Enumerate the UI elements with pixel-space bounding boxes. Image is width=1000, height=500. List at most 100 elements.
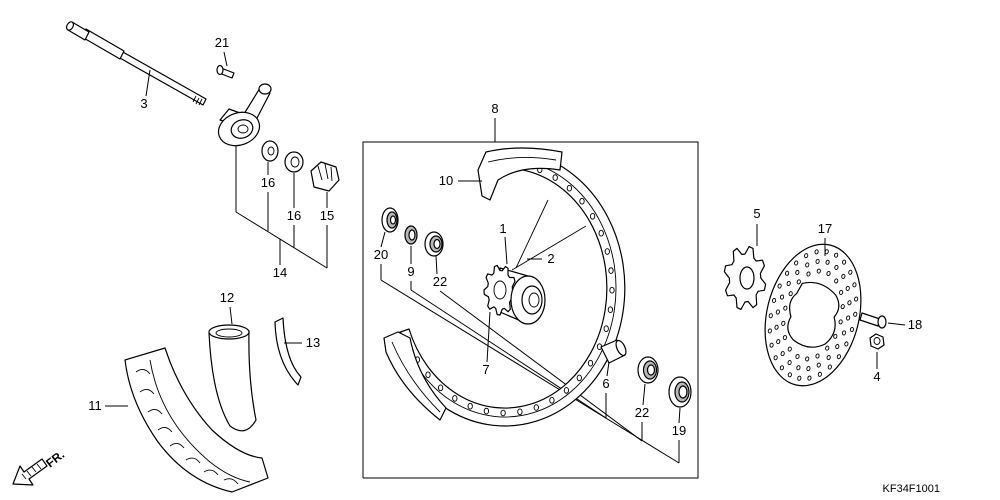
brake-disc-hole bbox=[805, 262, 810, 268]
rim-spoke-hole bbox=[467, 402, 473, 410]
part-10-drawing bbox=[458, 147, 563, 201]
bolt-18-head bbox=[877, 315, 887, 329]
rim-band-strip bbox=[274, 317, 302, 386]
bolt-18-shank bbox=[859, 312, 881, 327]
ring-9-hole bbox=[408, 229, 416, 241]
front-direction-arrow: FR. bbox=[12, 447, 67, 486]
callout-15: 15 bbox=[320, 208, 334, 223]
brake-disc-hole bbox=[776, 339, 781, 345]
brake-disc-hole bbox=[786, 280, 791, 286]
brake-disc-hole bbox=[796, 365, 801, 371]
diagram-code: KF34F1001 bbox=[883, 483, 940, 495]
bolt-18-drawing bbox=[859, 312, 906, 329]
brake-disc-hole bbox=[767, 328, 772, 334]
leader-20-up bbox=[380, 231, 386, 248]
leader-14-diagonal bbox=[235, 211, 328, 269]
rim-spoke-hole bbox=[587, 359, 594, 367]
rim-spoke-hole bbox=[603, 325, 609, 333]
brake-disc-hole bbox=[845, 285, 850, 291]
washer-16b-drawing bbox=[284, 151, 304, 173]
brake-disc-hole bbox=[815, 353, 820, 359]
frame-outline bbox=[362, 141, 699, 479]
rim-band-drawing bbox=[274, 317, 302, 386]
washer-16b-hole bbox=[290, 156, 300, 168]
rim-end-profile-lower-line bbox=[391, 341, 441, 413]
brake-disc-hole bbox=[827, 364, 832, 370]
tire-sidewall-line bbox=[149, 359, 251, 483]
tube-body bbox=[208, 327, 257, 432]
brake-disc-hole bbox=[817, 371, 822, 377]
brake-disc-hole bbox=[846, 315, 851, 321]
brake-disc-hole bbox=[806, 366, 811, 372]
tire-body bbox=[124, 347, 269, 493]
callout-20: 20 bbox=[374, 247, 388, 262]
callout-22a: 22 bbox=[433, 274, 447, 289]
rim-spoke-hole bbox=[589, 212, 596, 220]
callout-9: 9 bbox=[407, 264, 414, 279]
rim-spoke-hole bbox=[483, 407, 490, 415]
front-arrow-label: FR. bbox=[43, 447, 67, 470]
brake-disc-hole bbox=[816, 362, 821, 368]
callout-1: 1 bbox=[499, 221, 506, 236]
brake-disc-hole bbox=[768, 313, 773, 319]
rim-spoke-hole bbox=[608, 267, 614, 274]
callout-10: 10 bbox=[439, 173, 453, 188]
brake-disc-hole bbox=[783, 305, 788, 311]
bearing-22b-drawing bbox=[637, 356, 659, 441]
axle-drawing bbox=[65, 21, 207, 106]
spoke-line bbox=[511, 225, 587, 271]
leader-6-up bbox=[606, 361, 610, 377]
axle-head-end bbox=[65, 21, 75, 31]
hub-boss bbox=[521, 285, 543, 315]
brake-disc-hole bbox=[847, 300, 852, 306]
rim-spoke-hole bbox=[609, 286, 615, 294]
seal-19-drawing bbox=[668, 376, 692, 463]
rim-end-profile-lower bbox=[383, 331, 447, 421]
callout-16b: 16 bbox=[287, 208, 301, 223]
leader-20-19-link bbox=[380, 279, 680, 464]
brake-disc-hole bbox=[853, 311, 858, 317]
callout-3: 3 bbox=[140, 96, 147, 111]
brake-disc-hole bbox=[788, 291, 793, 297]
callout-11: 11 bbox=[88, 398, 102, 413]
front-arrow-hatch bbox=[21, 463, 42, 480]
callout-19: 19 bbox=[672, 423, 686, 438]
brake-disc-hole bbox=[777, 283, 782, 289]
screw-drawing bbox=[216, 64, 235, 79]
gearbox-bore-inner bbox=[237, 124, 249, 134]
hub-drawing bbox=[483, 236, 546, 363]
leader-19-up bbox=[678, 407, 681, 424]
rim-spoke-hole bbox=[425, 371, 431, 379]
brake-disc-hole bbox=[787, 360, 792, 366]
brake-disc-hole bbox=[838, 319, 843, 325]
brake-disc-hole bbox=[842, 259, 847, 265]
tire-drawing bbox=[105, 347, 269, 493]
rim-spoke-hole bbox=[604, 248, 610, 255]
callout-2: 2 bbox=[547, 251, 554, 266]
brake-disc-hole bbox=[796, 279, 801, 285]
brake-disc-drawing bbox=[764, 238, 862, 387]
brake-disc-hole bbox=[814, 249, 819, 255]
washer-16a-drawing bbox=[261, 140, 279, 162]
brake-disc-holes bbox=[767, 249, 859, 381]
collar-6-end bbox=[615, 339, 627, 357]
spokes-drawing bbox=[511, 199, 587, 271]
brake-disc-hole bbox=[841, 330, 847, 336]
rim-spoke-hole bbox=[566, 184, 573, 192]
callout-17: 17 bbox=[818, 221, 832, 236]
rim-spoke-hole bbox=[517, 408, 523, 416]
rim-spoke-hole bbox=[549, 396, 555, 404]
brake-disc-hole bbox=[787, 346, 792, 352]
brake-disc-hole bbox=[775, 309, 780, 315]
brake-disc-hole bbox=[834, 278, 839, 284]
brake-disc-hole bbox=[782, 335, 787, 341]
screw-head bbox=[216, 64, 224, 76]
brake-disc-hole bbox=[785, 270, 790, 276]
part-15-drawing bbox=[310, 161, 340, 192]
brake-disc-hole bbox=[806, 271, 811, 277]
brake-disc-hole bbox=[848, 269, 853, 275]
nut-4-hole bbox=[873, 337, 881, 345]
rim-bead-line bbox=[400, 158, 617, 418]
brake-disc-hole bbox=[774, 324, 779, 330]
rim-spoke-hole bbox=[500, 409, 506, 417]
